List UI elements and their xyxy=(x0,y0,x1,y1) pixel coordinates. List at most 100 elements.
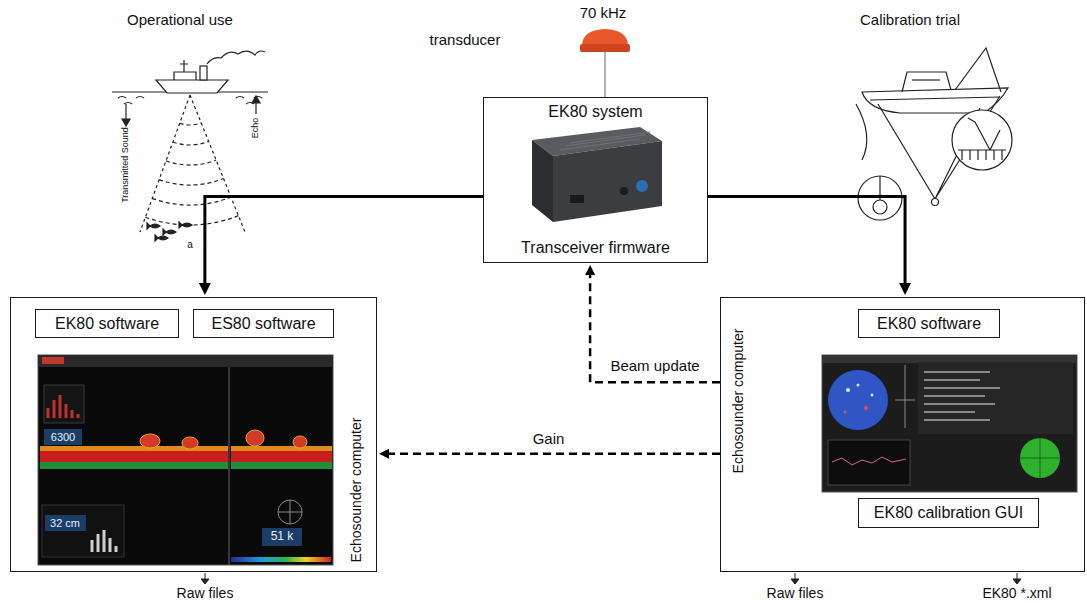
echogram-screenshot-part xyxy=(278,500,302,524)
transducer-icon-part xyxy=(582,29,628,46)
survey-ship-illustration-part xyxy=(140,95,245,232)
connector-label: Gain xyxy=(531,431,567,448)
transceiver-device-part xyxy=(620,187,628,195)
transceiver-device xyxy=(532,127,662,222)
transducer-icon-part xyxy=(580,44,630,52)
calibration-illustration-part xyxy=(873,200,887,214)
vertical-label: Echosounder computer xyxy=(730,329,746,474)
output-arrow-part xyxy=(201,579,209,584)
calibration-screenshot-part xyxy=(844,411,847,414)
survey-ship-illustration-part xyxy=(147,222,192,241)
scene-title: Calibration trial xyxy=(860,12,960,29)
survey-ship-illustration-part xyxy=(156,80,228,93)
software-box: ES80 software xyxy=(193,309,334,338)
transducer-icon-part xyxy=(604,52,606,97)
calibration-illustration-part xyxy=(856,104,867,160)
calibration-screenshot-part xyxy=(1020,438,1060,478)
box-title: ES80 software xyxy=(211,314,315,332)
survey-ship-illustration-part xyxy=(145,123,238,225)
survey-ship-illustration xyxy=(112,51,268,241)
calibration-illustration xyxy=(856,48,1012,220)
echogram-screenshot-part xyxy=(44,429,82,445)
survey-ship-illustration-part xyxy=(207,51,265,64)
calibration-illustration-part xyxy=(870,97,1000,100)
feedback-arrow xyxy=(590,275,720,382)
calibration-screenshot xyxy=(822,355,1077,492)
transceiver-device-part xyxy=(532,140,553,222)
output-arrow xyxy=(201,573,1021,584)
connector-label: Beam update xyxy=(608,358,701,375)
box-title: EK80 software xyxy=(877,314,981,332)
survey-ship-illustration-part xyxy=(118,97,262,105)
calibration-illustration-part xyxy=(958,118,1006,150)
echogram-screenshot-part xyxy=(38,355,333,565)
survey-ship-illustration-part xyxy=(122,119,130,126)
echogram-screenshot-part xyxy=(293,436,307,448)
calibration-illustration-part xyxy=(932,199,939,206)
box-title: EK80 software xyxy=(55,314,159,332)
echogram-screenshot-part xyxy=(40,446,228,451)
vertical-label: Echosounder computer xyxy=(348,418,364,563)
data-flow-arrow xyxy=(708,197,905,283)
feedback-arrow xyxy=(389,453,720,456)
survey-ship-illustration-part xyxy=(174,72,196,80)
echogram-screenshot-part xyxy=(40,462,228,469)
software-box: EK80 software xyxy=(35,309,179,338)
calibration-illustration-part xyxy=(912,79,940,80)
calibration-screenshot-part xyxy=(822,355,1077,363)
calibration-screenshot-part xyxy=(871,394,874,397)
scene-title: Operational use xyxy=(127,12,233,29)
survey-ship-illustration-part xyxy=(180,60,188,72)
echogram-screenshot-part xyxy=(246,430,264,446)
calibration-illustration-part xyxy=(952,110,1012,170)
echogram-screenshot-part xyxy=(231,462,332,469)
calibration-screenshot-part xyxy=(846,388,850,392)
echogram-screenshot-part xyxy=(44,385,84,423)
transceiver-device-part xyxy=(553,141,662,222)
output-arrow-part xyxy=(1013,579,1021,584)
box-subtitle: Transceiver firmware xyxy=(521,239,670,257)
echogram-screenshot-part xyxy=(231,557,331,562)
output-label: Raw files xyxy=(177,586,234,601)
computer-panel: Echosounder computer EK80 softwareEK80 ca… xyxy=(720,297,1085,572)
calibration-screenshot-part xyxy=(832,457,906,465)
calibration-illustration-part xyxy=(902,72,951,92)
software-box: EK80 software xyxy=(858,309,1000,338)
screen-readout: 51 k xyxy=(271,530,294,543)
echogram-screenshot-part xyxy=(278,500,302,524)
echogram-screenshot-part xyxy=(92,530,116,552)
transducer-icon xyxy=(580,29,630,97)
survey-ship-illustration-part xyxy=(200,66,207,80)
transceiver-device-part xyxy=(636,180,648,192)
echogram-screenshot-part xyxy=(231,451,332,462)
calibration-illustration-part xyxy=(955,48,1001,92)
calibration-illustration-part xyxy=(962,150,1002,160)
figure-label: Transmitted Sound xyxy=(121,127,131,203)
screen-readout: 6300 xyxy=(51,431,75,443)
gui-box: EK80 calibration GUI xyxy=(858,498,1039,528)
calibration-screenshot-part xyxy=(918,362,1073,434)
data-flow-arrow xyxy=(205,197,483,283)
figure-label: Echo xyxy=(251,118,261,139)
calibration-screenshot-part xyxy=(828,440,910,485)
transceiver-device-part xyxy=(560,132,650,150)
transceiver-device-part xyxy=(570,195,584,203)
system-box: EK80 systemTransceiver firmware xyxy=(483,97,708,263)
figure-letter: a xyxy=(187,239,193,250)
echogram-screenshot-part xyxy=(42,357,64,364)
echogram-screenshot-part xyxy=(42,505,124,557)
echogram-screenshot-part xyxy=(231,446,332,451)
output-label: Raw files xyxy=(767,586,824,601)
echogram-screenshot-part xyxy=(229,367,230,565)
box-title: EK80 calibration GUI xyxy=(874,504,1023,522)
echogram-screenshot-part xyxy=(48,395,78,418)
calibration-screenshot-part xyxy=(864,406,868,410)
calibration-screenshot-part xyxy=(895,365,915,428)
output-arrow-part xyxy=(791,579,799,584)
echogram-screenshot xyxy=(38,355,333,565)
calibration-screenshot-part xyxy=(828,370,888,430)
calibration-screenshot-part xyxy=(857,384,860,387)
calibration-illustration-part xyxy=(862,88,1008,113)
